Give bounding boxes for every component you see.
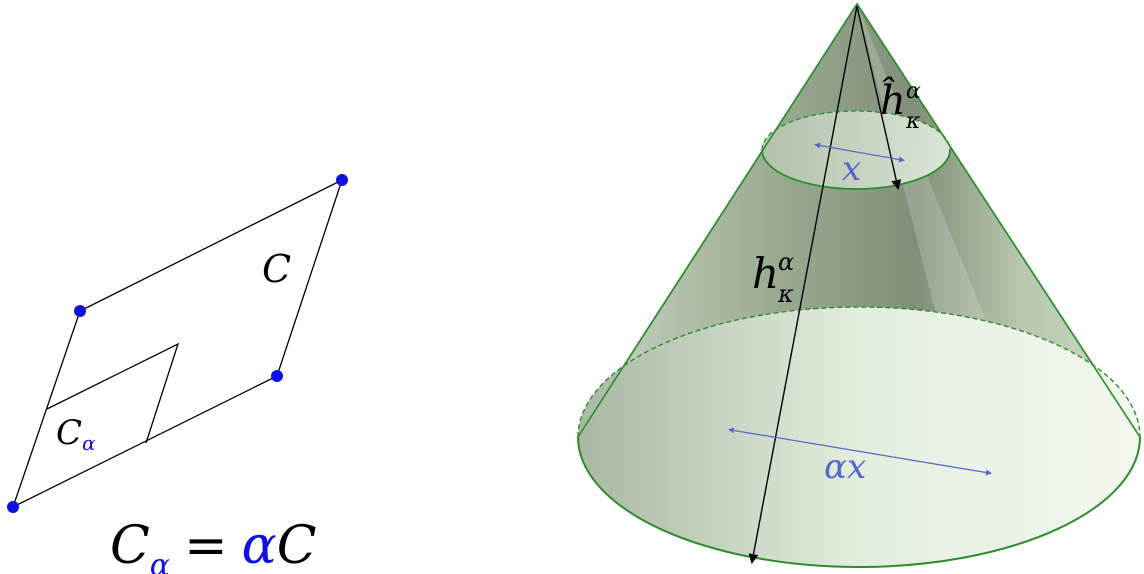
label-x: x [842, 149, 861, 189]
label-hhat-main: ĥ [880, 77, 906, 124]
vertex-point [7, 501, 19, 513]
label-hhat-sub: κ [905, 109, 921, 134]
vertex-point [271, 370, 283, 382]
label-hhat-sup: α [906, 79, 921, 104]
parallelogram-c [11, 178, 344, 509]
cone-section-front-edge [761, 149, 951, 190]
equation-lhs: C [110, 516, 150, 574]
label-hhat: ĥ [880, 77, 906, 124]
vertex-point [74, 305, 86, 317]
cone-base-front-edge [577, 436, 1141, 568]
label-c-alpha: Cα [56, 413, 96, 455]
label-h-sub: κ [777, 280, 794, 308]
label-h-sup: α [778, 248, 794, 276]
equation-lhs-sub: α [150, 548, 170, 574]
equation-rhs: C [277, 516, 317, 574]
label-c-alpha-main: C [56, 413, 82, 453]
width-x-measure [814, 142, 905, 163]
equation-equals: = [184, 516, 228, 574]
label-h: h [752, 249, 779, 298]
equation-alpha: α [242, 516, 277, 574]
cone-section-back-edge [761, 110, 951, 151]
label-alpha-x: αx [824, 447, 866, 487]
label-c: C [262, 247, 291, 291]
cone-base-back-edge [577, 306, 1141, 438]
cone-edge-left [577, 3, 858, 438]
parallelogram-c-alpha [46, 342, 180, 444]
label-c-alpha-sub: α [82, 431, 96, 455]
width-alpha-x-measure [728, 427, 992, 476]
cone-edge-right [856, 3, 1141, 438]
parallelogram-group: C Cα Cα=αC [7, 174, 348, 574]
equation: Cα=αC [110, 516, 317, 574]
cone-group: ĥ α κ h α κ x αx [577, 2, 1141, 568]
cone-base [578, 307, 1140, 567]
vertex-point [336, 174, 348, 186]
